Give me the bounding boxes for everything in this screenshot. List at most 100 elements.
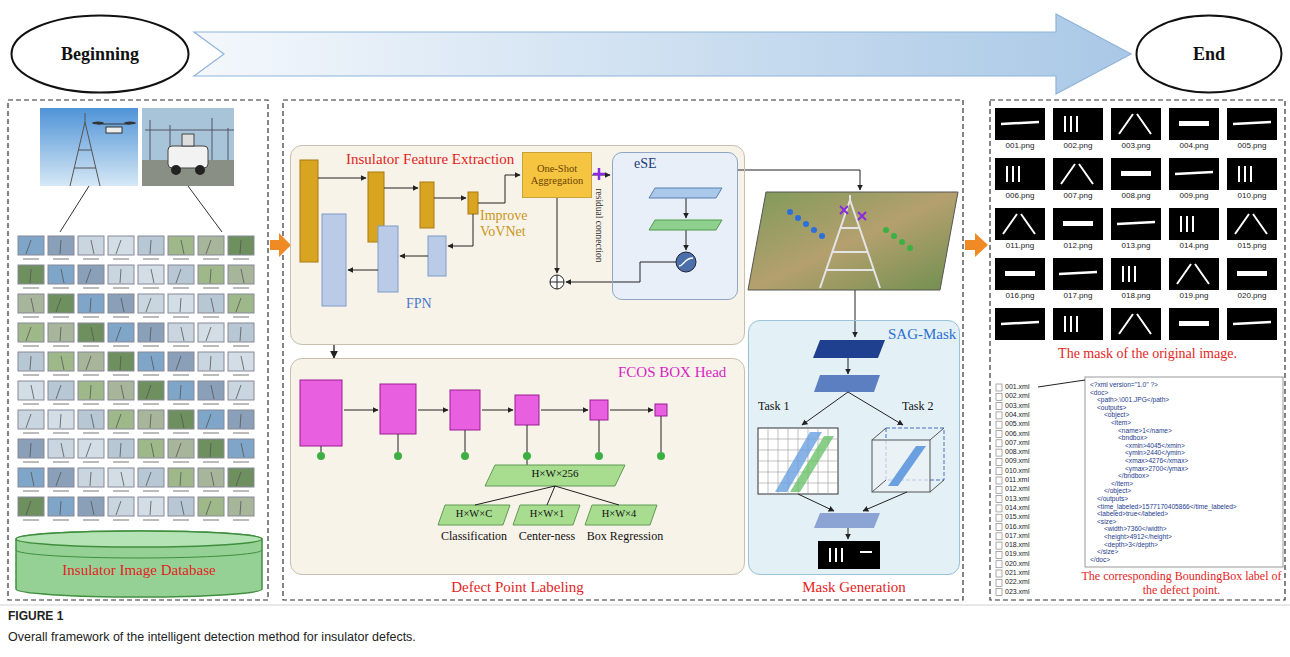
task-label: Task 1 bbox=[758, 400, 806, 414]
mask-thumbnails-part bbox=[1111, 108, 1161, 140]
sag-mask-block-part bbox=[888, 446, 926, 486]
sag-mask-block-part bbox=[790, 436, 834, 492]
mask-thumbnails-part bbox=[1117, 222, 1155, 224]
image-thumbnails-part bbox=[138, 265, 164, 284]
image-thumbnails-part bbox=[203, 519, 219, 521]
image-thumbnails-part bbox=[180, 472, 181, 486]
output-note: The mask of the original image. bbox=[1035, 346, 1260, 362]
file-name: 013.xml bbox=[1005, 495, 1041, 504]
tensor-slab-part bbox=[485, 465, 625, 486]
feature-arrow-part bbox=[400, 256, 428, 257]
mask-thumbnails-part bbox=[1233, 322, 1271, 324]
image-thumbnails-part bbox=[78, 323, 104, 342]
image-thumbnails-part bbox=[90, 298, 91, 312]
file-icons-part bbox=[996, 579, 1002, 586]
image-thumbnails-part bbox=[240, 501, 241, 515]
file-name: 017.xml bbox=[1005, 532, 1041, 541]
image-thumbnails-part bbox=[138, 497, 164, 516]
image-thumbnails-part bbox=[83, 432, 99, 434]
mask-thumbnails-part bbox=[1179, 121, 1209, 126]
image-thumbnails-part bbox=[198, 352, 224, 371]
image-thumbnails-part bbox=[203, 374, 219, 376]
sum-node bbox=[550, 275, 564, 289]
file-name: 014.xml bbox=[1005, 504, 1041, 513]
dashed-frame-part bbox=[8, 100, 268, 600]
file-name: 003.png bbox=[1107, 141, 1165, 150]
mask-thumbnails-part bbox=[1181, 216, 1193, 232]
image-thumbnails-part bbox=[173, 432, 189, 434]
image-thumbnails-part bbox=[18, 381, 44, 400]
image-thumbnails-part bbox=[61, 356, 64, 370]
figure-caption: Overall framework of the intelligent det… bbox=[8, 630, 908, 644]
image-thumbnails-part bbox=[78, 381, 104, 400]
drone-photo-part bbox=[92, 122, 136, 134]
mask-thumbnails-part bbox=[1169, 108, 1219, 140]
mask-arrow-part bbox=[798, 494, 834, 511]
image-thumbnails-part bbox=[233, 490, 249, 492]
file-name: 007.xml bbox=[1005, 439, 1041, 448]
file-name: 007.png bbox=[1049, 191, 1107, 200]
head-output-part bbox=[599, 420, 600, 452]
panel-fill-part bbox=[612, 152, 738, 300]
image-thumbnails-part bbox=[18, 294, 44, 313]
image-thumbnails-part bbox=[91, 327, 94, 341]
image-thumbnails-part bbox=[211, 472, 214, 486]
image-thumbnails-part bbox=[18, 236, 44, 255]
mask-thumbnails-part bbox=[995, 108, 1045, 140]
image-thumbnails-part bbox=[173, 461, 189, 463]
tower-image bbox=[748, 192, 958, 290]
xml-line: </item> bbox=[1111, 480, 1280, 488]
file-icons-part bbox=[996, 421, 1002, 428]
image-thumbnails-part bbox=[26, 240, 31, 254]
xml-line: <item> bbox=[1111, 419, 1280, 427]
image-thumbnails-part bbox=[83, 316, 99, 318]
file-icons-part bbox=[996, 468, 1002, 475]
image-thumbnails-part bbox=[168, 439, 194, 458]
file-name: 004.xml bbox=[1005, 411, 1041, 420]
mask-thumbnails-part bbox=[1005, 271, 1035, 276]
image-thumbnails-part bbox=[31, 298, 34, 312]
image-thumbnails-part bbox=[206, 327, 211, 341]
image-thumbnails-part bbox=[78, 497, 104, 516]
image-thumbnails-part bbox=[48, 323, 74, 342]
image-thumbnails-part bbox=[26, 327, 31, 341]
fcos-arrow-part bbox=[482, 410, 513, 411]
file-name: 005.xml bbox=[1005, 420, 1041, 429]
mask-thumbnails-part bbox=[995, 208, 1045, 240]
file-name: 009.png bbox=[1165, 191, 1223, 200]
image-thumbnails-part bbox=[108, 468, 134, 487]
image-thumbnails-part bbox=[240, 240, 241, 254]
xml-line: <depth>3</depth> bbox=[1104, 541, 1280, 549]
ese-block-part bbox=[649, 188, 722, 198]
image-thumbnails-part bbox=[116, 240, 121, 254]
image-thumbnails-part bbox=[90, 472, 91, 486]
drone-photo-part-part bbox=[92, 122, 104, 125]
image-thumbnails-part bbox=[241, 356, 244, 370]
mask-thumbnails-part bbox=[1007, 166, 1019, 182]
image-thumbnails-part bbox=[53, 287, 69, 289]
fcos-arrow-part bbox=[418, 410, 448, 411]
image-thumbnails-part bbox=[30, 356, 31, 370]
image-thumbnails-part bbox=[206, 414, 211, 428]
image-thumbnails-part bbox=[138, 468, 164, 487]
image-thumbnails-part bbox=[211, 298, 214, 312]
image-thumbnails-part bbox=[113, 519, 129, 521]
sum-node-part bbox=[550, 275, 564, 289]
image-thumbnails-part bbox=[18, 439, 44, 458]
image-thumbnails-part bbox=[138, 236, 164, 255]
ese-box: eSE bbox=[612, 152, 738, 300]
feature-arrow-part bbox=[686, 198, 687, 218]
drone-photo-part-part bbox=[106, 127, 122, 133]
image-thumbnails-part bbox=[108, 294, 134, 313]
image-thumbnails-part bbox=[108, 352, 134, 371]
image-thumbnails-part bbox=[116, 327, 121, 341]
image-thumbnails-part bbox=[143, 403, 159, 405]
feature-arrow-part bbox=[855, 290, 856, 337]
mask-thumbnails-part bbox=[1175, 172, 1213, 174]
drone-photo-part-part bbox=[124, 122, 136, 125]
image-thumbnails-part bbox=[78, 439, 104, 458]
xml-line: <ymax>2700</ymax> bbox=[1125, 465, 1280, 473]
image-thumbnails-part bbox=[18, 352, 44, 371]
tower-image-part bbox=[787, 209, 825, 239]
image-thumbnails-part bbox=[233, 432, 249, 434]
